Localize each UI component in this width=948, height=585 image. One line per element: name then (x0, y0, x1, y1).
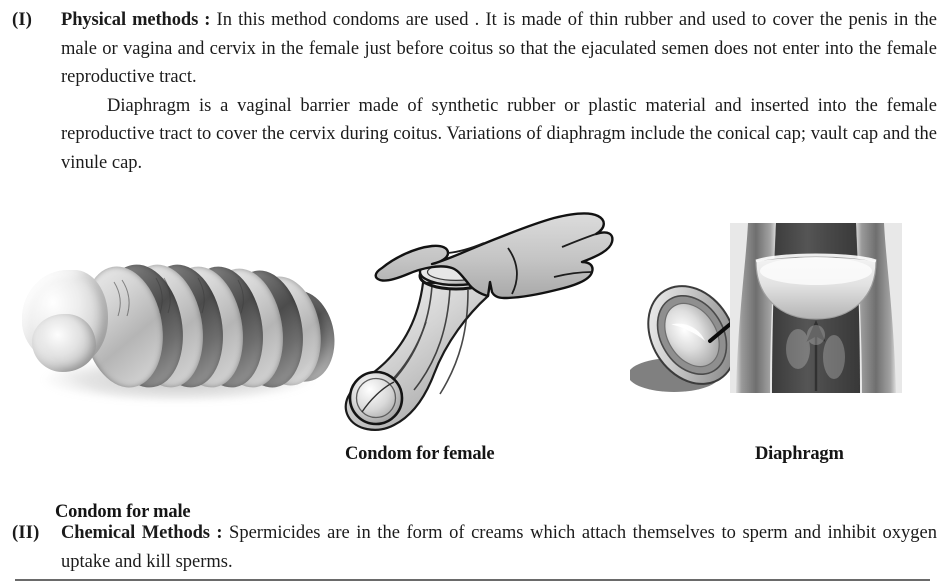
condom-female-illustration (344, 212, 614, 431)
section-body-chemical: Chemical Methods : Spermicides are in th… (61, 519, 937, 576)
paragraph-chemical-1: Spermicides are in the form of creams wh… (61, 523, 937, 572)
condom-male-highlights (18, 248, 348, 428)
section-number-physical: (I) (12, 10, 33, 30)
female-condom-inner-ring (348, 370, 404, 426)
section-lead-chemical: Chemical Methods : (61, 523, 223, 543)
caption-diaphragm: Diaphragm (755, 444, 844, 464)
figure-condom-male: Condom for male (18, 248, 348, 522)
paragraph-physical-2: Diaphragm is a vaginal barrier made of s… (61, 95, 937, 173)
section-lead-physical: Physical methods : (61, 10, 211, 30)
caption-condom-male: Condom for male (55, 502, 191, 522)
diaphragm-photo-inset (730, 223, 902, 393)
condom-male-illustration (18, 248, 348, 428)
section-number-chemical: (II) (12, 523, 40, 543)
section-physical-methods: (I) Physical methods : In this method co… (0, 6, 937, 177)
page-bottom-rule (15, 579, 930, 581)
diaphragm-cap-illustration (630, 279, 784, 392)
figure-diaphragm: Diaphragm (630, 223, 930, 464)
section-body-physical: Physical methods : In this method condom… (61, 6, 937, 177)
hand-illustration (374, 212, 614, 300)
section-chemical-methods: (II) Chemical Methods : Spermicides are … (0, 519, 937, 576)
diaphragm-cap (647, 285, 737, 385)
paragraph-physical-1: In this method condoms are used . It is … (61, 10, 938, 87)
figure-strip: Condom for male (0, 190, 948, 522)
caption-condom-female: Condom for female (345, 444, 495, 464)
figure-condom-female: Condom for female (322, 190, 614, 464)
diaphragm-in-place-photo (730, 223, 902, 393)
